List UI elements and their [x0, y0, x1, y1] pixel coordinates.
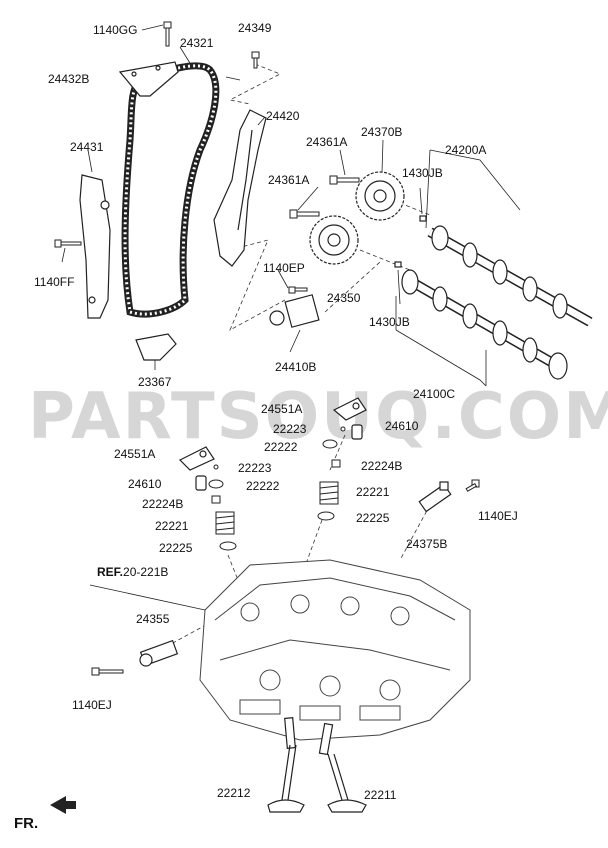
spring-22221-right	[319, 481, 339, 505]
bolt-1140ej-left	[91, 667, 124, 676]
callout-24349: 24349	[238, 21, 272, 35]
callout-24375B: 24375B	[406, 537, 448, 551]
callout-1140EJ-right: 1140EJ	[478, 509, 518, 523]
bracket-23367	[135, 333, 177, 361]
callout-1140GG: 1140GG	[93, 23, 138, 37]
callout-24321: 24321	[180, 36, 214, 50]
callout-24420: 24420	[266, 109, 300, 123]
seal-22224b-left	[211, 495, 221, 504]
callout-24410B: 24410B	[275, 360, 317, 374]
callout-22222-right: 22222	[264, 440, 298, 454]
callout-24100C: 24100C	[413, 387, 456, 401]
valve-22211	[318, 722, 367, 813]
callout-24610-right: 24610	[385, 419, 419, 433]
timing-chain	[121, 62, 220, 318]
bolt-24361a-upper	[329, 175, 360, 185]
watermark-text: PARTSOUQ.COM	[28, 380, 608, 454]
cylinder-head	[199, 559, 471, 741]
callout-24551A-right: 24551A	[261, 402, 303, 416]
callout-1430JB-upper: 1430JB	[402, 166, 443, 180]
callout-22224B-right: 22224B	[361, 459, 403, 473]
callout-1140FF: 1140FF	[34, 275, 75, 289]
reference-label: REF.20-221B	[97, 566, 168, 579]
bolt-1140ej-right	[465, 479, 480, 492]
callout-22225-right: 22225	[356, 511, 390, 525]
valve-keeper-22223-left	[213, 464, 219, 470]
reference-code: 20-221B	[123, 565, 169, 579]
callout-24355: 24355	[136, 612, 170, 626]
callout-22211: 22211	[364, 788, 397, 802]
callout-24431: 24431	[70, 140, 104, 154]
valve-keeper-22223-right	[340, 426, 346, 432]
oil-control-valve-24375b	[418, 481, 452, 513]
seat-22225-right	[317, 511, 335, 521]
callout-22223-left: 22223	[238, 461, 272, 475]
tensioner-arm-24431	[79, 174, 111, 319]
callout-22212: 22212	[217, 786, 251, 800]
callout-22222-left: 22222	[246, 479, 280, 493]
callout-24350: 24350	[327, 291, 361, 305]
lash-adjuster-24610-left	[195, 475, 207, 491]
bolt-1140ff	[54, 239, 82, 248]
seat-22225-left	[219, 541, 237, 551]
tensioner-24410b	[269, 294, 320, 328]
callout-22221-left: 22221	[155, 519, 189, 533]
cam-sprocket-24370b	[355, 171, 405, 221]
rocker-24551a-left	[178, 446, 215, 471]
cam-sprocket-24350	[309, 215, 359, 265]
callout-24432B: 24432B	[48, 72, 90, 86]
callout-24361A-lower: 24361A	[268, 173, 310, 187]
callout-24551A-left: 24551A	[114, 447, 156, 461]
chain-guide-24420	[213, 109, 267, 267]
callout-22221-right: 22221	[356, 485, 390, 499]
valve-22212	[267, 717, 305, 813]
camshaft-24100c	[394, 261, 568, 380]
callout-23367: 23367	[138, 375, 172, 389]
callout-1140EJ-left: 1140EJ	[72, 698, 112, 712]
chain-guide-top	[118, 61, 179, 97]
callout-1140EP: 1140EP	[263, 261, 305, 275]
callout-24361A-upper: 24361A	[306, 135, 348, 149]
callout-22225-left: 22225	[159, 541, 193, 555]
bolt-1140ep	[288, 286, 308, 294]
direction-label: FR.	[14, 815, 39, 832]
reference-prefix: REF.	[97, 565, 124, 579]
callout-24370B: 24370B	[361, 125, 403, 139]
bolt-24361a-lower	[289, 209, 320, 219]
spring-22221-left	[215, 511, 235, 535]
callout-24610-left: 24610	[128, 477, 162, 491]
bolt-1140gg	[163, 21, 172, 47]
oil-control-valve-24355	[139, 639, 179, 667]
callout-1430JB-lower: 1430JB	[369, 315, 410, 329]
seal-22224b-right	[331, 459, 341, 468]
callout-24200A: 24200A	[445, 143, 487, 157]
bolt-24349	[251, 51, 260, 69]
front-arrow-icon	[50, 796, 76, 814]
retainer-22222-right	[322, 439, 338, 449]
lash-adjuster-24610-right	[351, 424, 363, 440]
camshaft-24200a	[419, 215, 593, 327]
retainer-22222-left	[208, 479, 224, 489]
callout-22224B-left: 22224B	[142, 497, 184, 511]
rocker-24551a-right	[332, 397, 367, 421]
callout-22223-right: 22223	[273, 422, 307, 436]
